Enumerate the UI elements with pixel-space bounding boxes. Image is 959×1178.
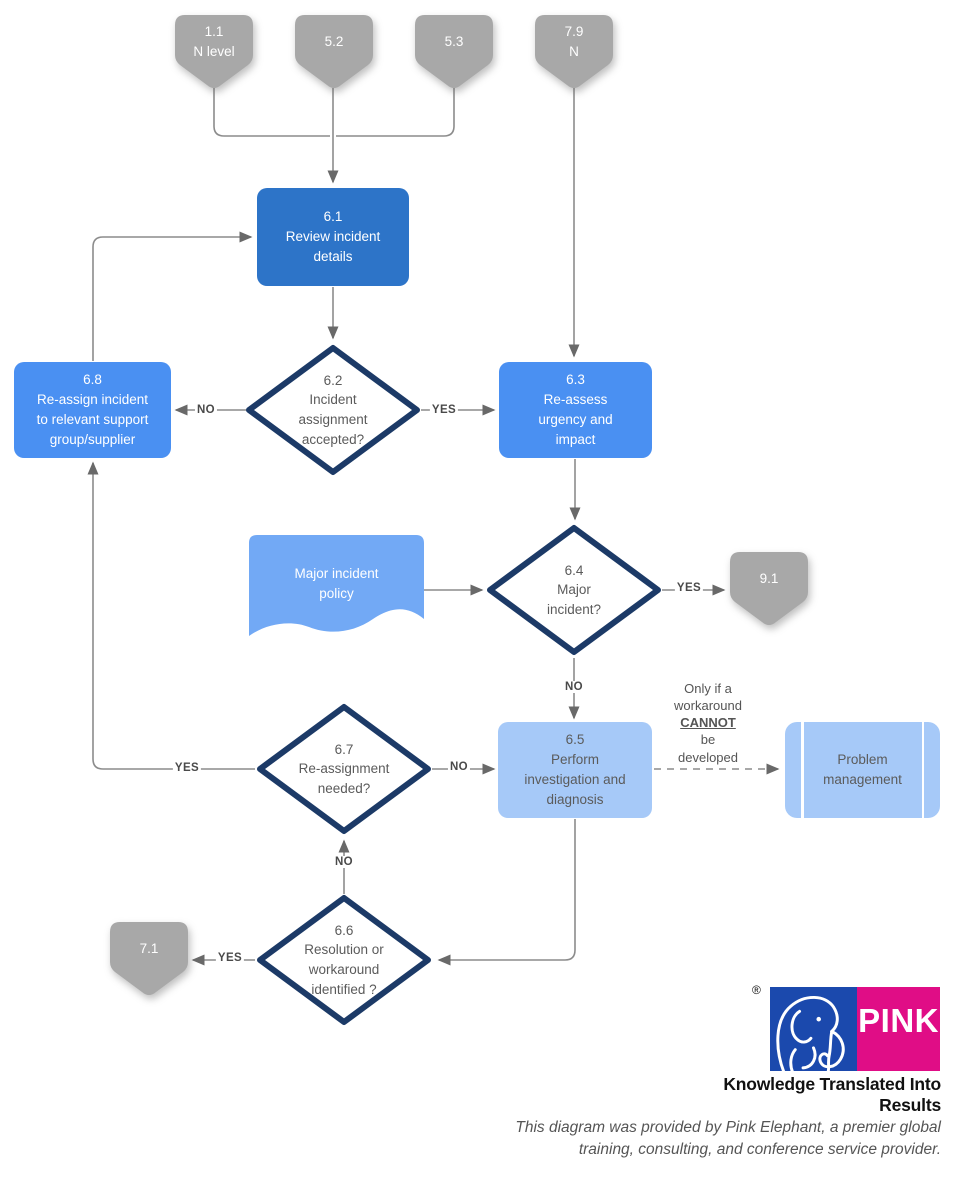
offpage-connector-shape <box>295 15 373 88</box>
document-label: Major incident policy <box>294 565 379 601</box>
connector-9-1: 9.1 <box>730 552 808 626</box>
process-6-8-label: 6.8 Re-assign incident to relevant suppo… <box>36 371 149 448</box>
predefined-left-bar <box>801 722 804 818</box>
elephant-icon <box>776 995 845 1074</box>
decision-diamond-shape <box>257 704 431 834</box>
label-yes-6-4-to-9-1: YES <box>674 582 704 594</box>
process-6-5-perform-investigation-diagnosis: 6.5 Perform investigation and diagnosis <box>498 722 652 818</box>
offpage-connector-shape <box>730 552 808 625</box>
logo-blue-panel <box>770 987 857 1074</box>
connector-5-2-label: 5.2 <box>324 34 344 50</box>
logo-pink-panel: PINK <box>857 987 940 1071</box>
process-6-5-label: 6.5 Perform investigation and diagnosis <box>524 731 626 808</box>
process-6-1-label: 6.1 Review incident details <box>285 208 381 265</box>
document-major-incident-policy: Major incident policy <box>249 535 424 647</box>
decision-diamond-shape <box>257 895 431 1025</box>
note-line1: Only if a workaround <box>674 681 742 714</box>
label-no-6-7-to-6-5: NO <box>447 761 471 773</box>
brand-text: PINK <box>858 1002 939 1039</box>
problem-management-label: Problem management <box>823 751 902 787</box>
label-no-6-4-to-6-5: NO <box>562 681 586 693</box>
footer-credit: This diagram was provided by Pink Elepha… <box>515 1119 941 1159</box>
decision-6-4-major-incident: 6.4 Major incident? <box>486 524 662 656</box>
label-yes-6-6-to-7-1: YES <box>215 952 245 964</box>
predefined-right-bar <box>921 722 924 818</box>
connector-7-1-label: 7.1 <box>139 941 159 957</box>
connector-5-2: 5.2 <box>295 15 373 89</box>
offpage-connector-shape <box>415 15 493 88</box>
label-no-6-2-to-6-8: NO <box>194 404 218 416</box>
process-6-8-reassign-incident: 6.8 Re-assign incident to relevant suppo… <box>14 362 171 458</box>
connector-7-9-label: 7.9 N <box>564 24 584 59</box>
decision-6-7-reassignment-needed: 6.7 Re-assignment needed? <box>256 703 432 835</box>
process-6-1-review-incident-details: 6.1 Review incident details <box>257 188 409 286</box>
decision-6-4-label: 6.4 Major incident? <box>546 562 602 617</box>
connector-5-3-label: 5.3 <box>444 34 464 50</box>
process-6-3-reassess-urgency-impact: 6.3 Re-assess urgency and impact <box>499 362 652 458</box>
decision-6-2-incident-assignment-accepted: 6.2 Incident assignment accepted? <box>245 344 421 476</box>
label-no-6-6-to-6-7: NO <box>332 856 356 868</box>
predefined-problem-management: Problem management <box>785 722 940 818</box>
registered-mark: ® <box>752 983 761 997</box>
note-workaround-cannot-be-developed: Only if a workaround CANNOT be developed <box>643 680 773 766</box>
connector-1-1-label: 1.1 N level <box>193 24 235 59</box>
decision-diamond-shape <box>246 345 420 475</box>
offpage-connector-shape <box>110 922 188 995</box>
process-6-3-label: 6.3 Re-assess urgency and impact <box>538 371 613 448</box>
pink-elephant-logo: ® PINK <box>752 983 940 1074</box>
document-shape <box>249 535 424 636</box>
offpage-connector-shape <box>175 15 253 88</box>
note-emphasis: CANNOT <box>680 715 736 731</box>
offpage-connector-shape <box>535 15 613 88</box>
decision-6-2-label: 6.2 Incident assignment accepted? <box>298 372 368 447</box>
decision-6-6-label: 6.6 Resolution or workaround identified … <box>304 922 384 997</box>
connector-9-1-label: 9.1 <box>759 571 779 587</box>
note-line2: be developed <box>678 732 738 765</box>
label-yes-6-2-to-6-3: YES <box>429 404 459 416</box>
label-yes-6-7-to-6-8: YES <box>172 762 202 774</box>
logo-tagline: Knowledge Translated Into Results <box>723 1074 941 1115</box>
decision-6-7-label: 6.7 Re-assignment needed? <box>298 741 390 796</box>
connector-5-3: 5.3 <box>415 15 493 89</box>
decision-diamond-shape <box>487 525 661 655</box>
connector-7-1: 7.1 <box>110 922 188 996</box>
connector-7-9-n: 7.9 N <box>535 15 613 89</box>
connector-1-1-n-level: 1.1 N level <box>175 15 253 89</box>
decision-6-6-resolution-workaround-identified: 6.6 Resolution or workaround identified … <box>256 894 432 1026</box>
